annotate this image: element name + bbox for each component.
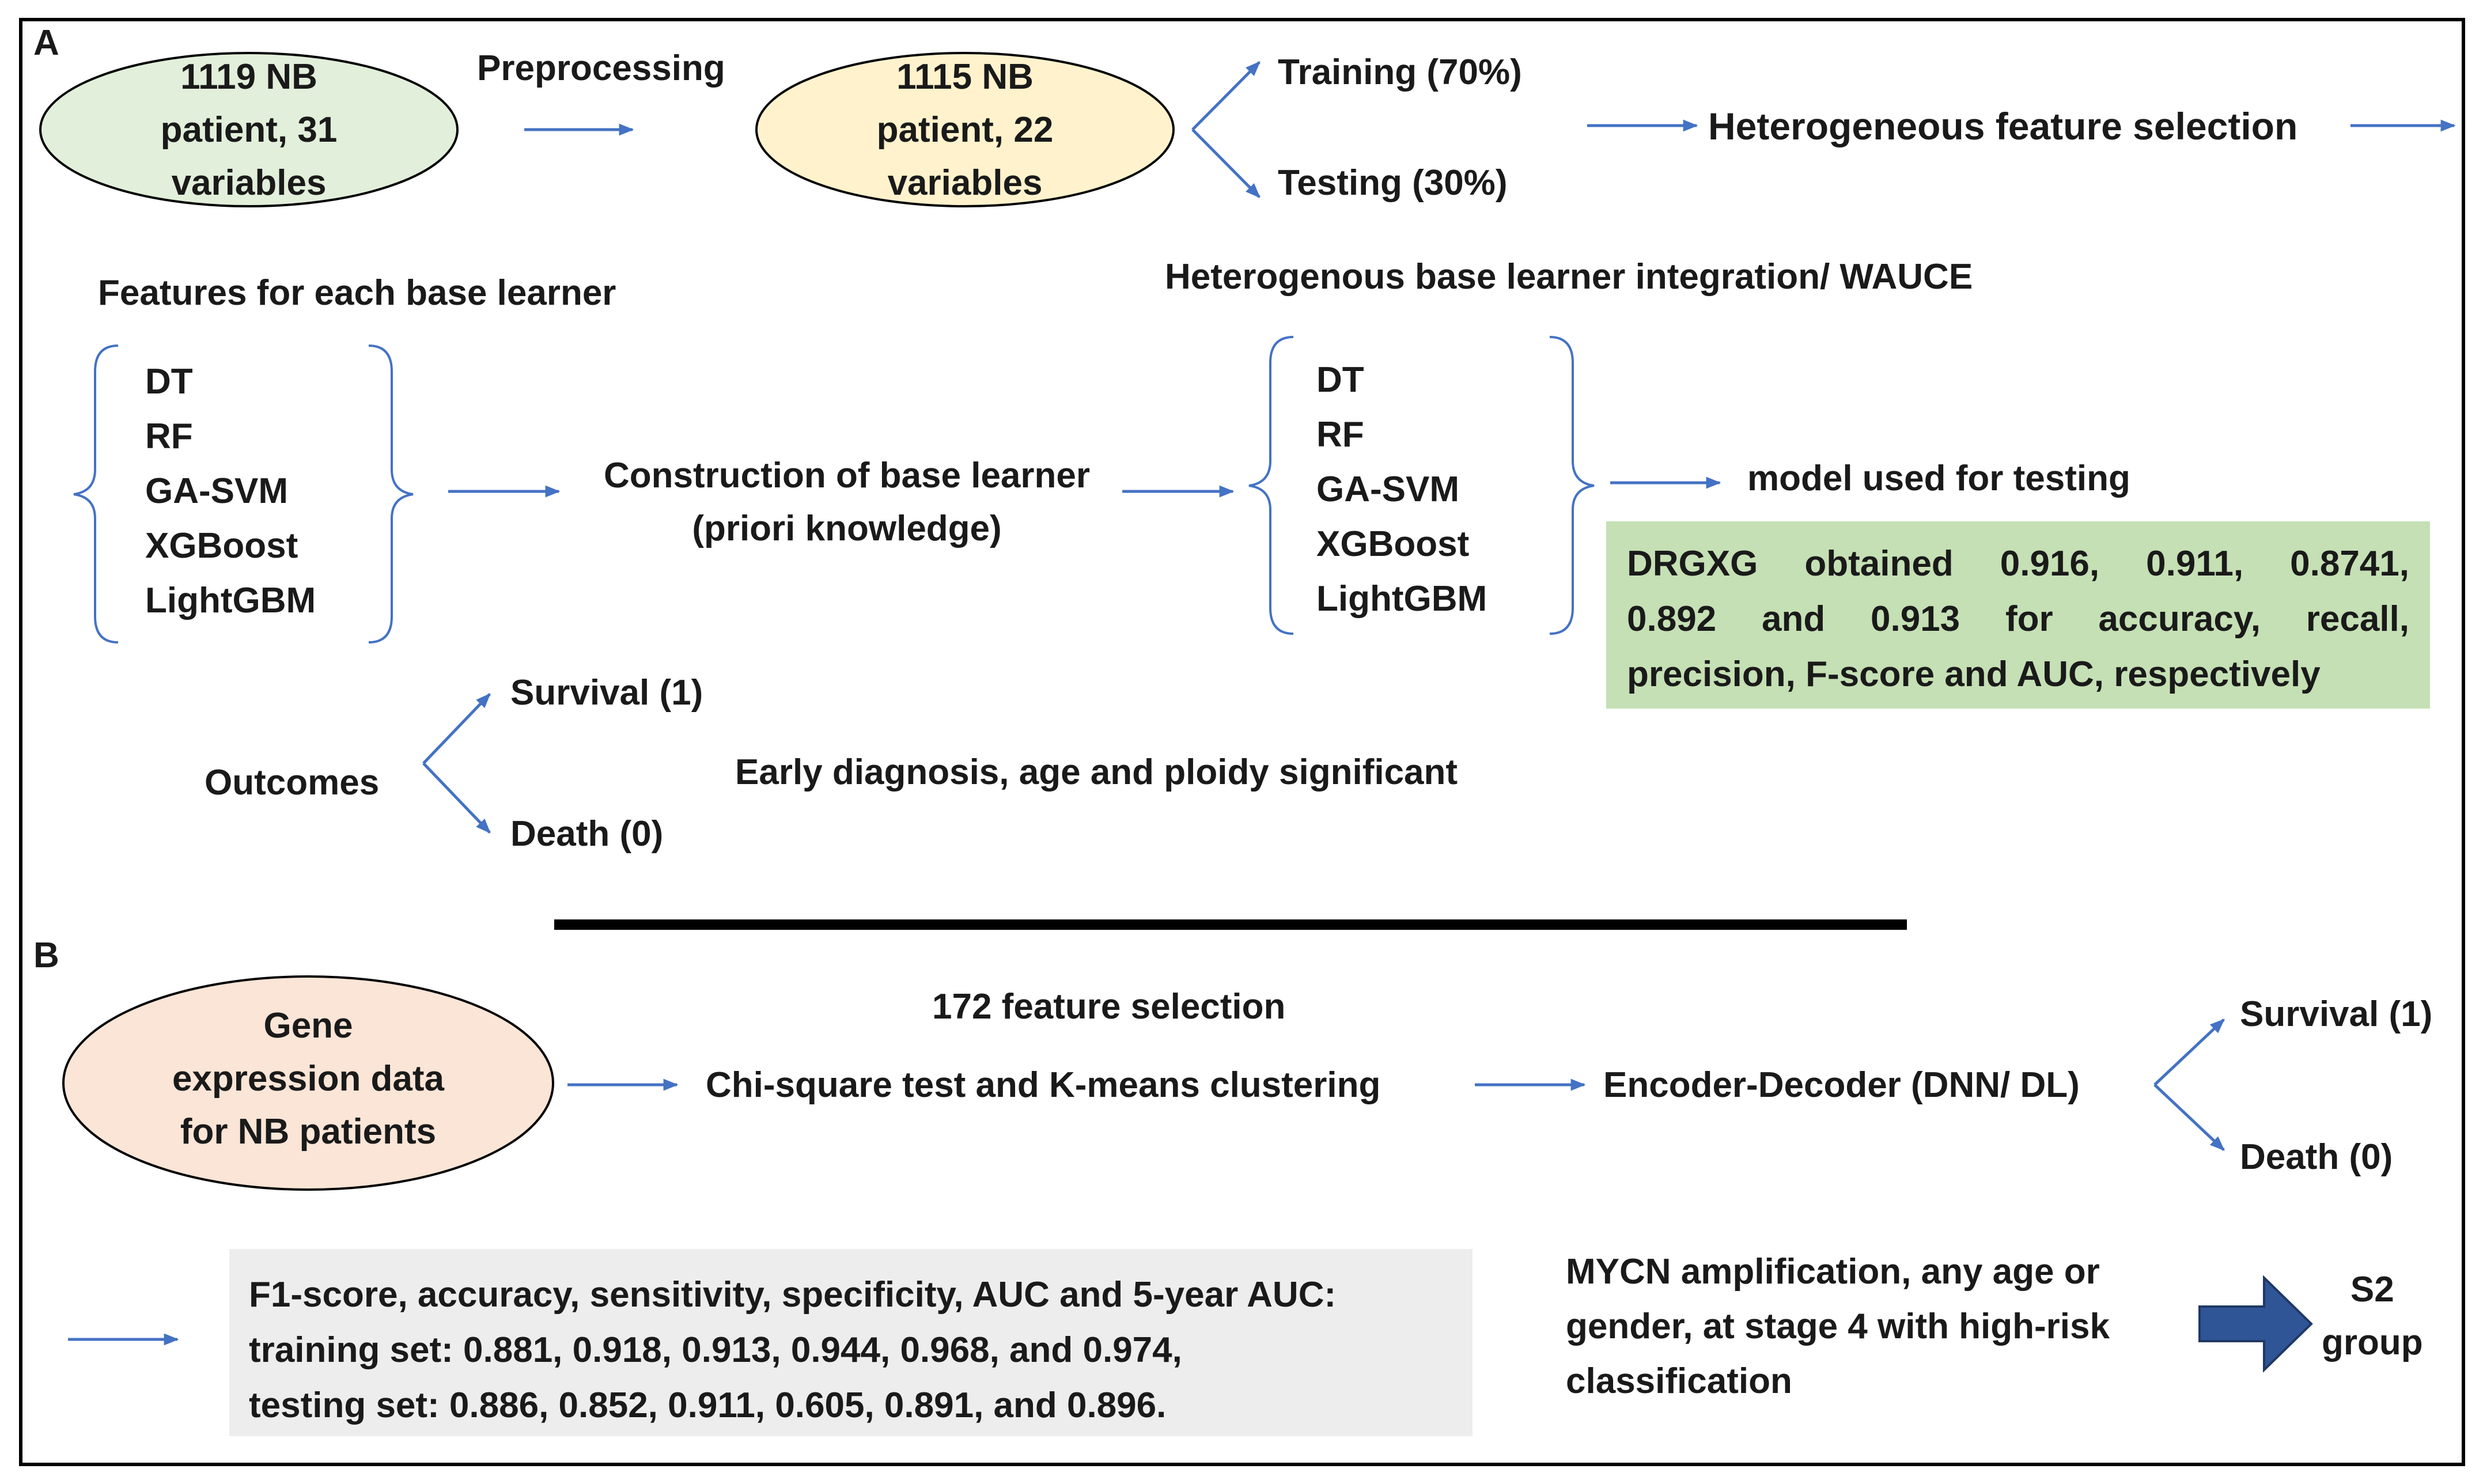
death-label-b: Death (0) <box>2240 1137 2393 1177</box>
significance-note: Early diagnosis, age and ploidy signific… <box>735 752 1458 792</box>
learners-left-list: DT RF GA-SVM XGBoost LightGBM <box>145 354 316 628</box>
s2-block-arrow <box>2198 1275 2313 1373</box>
learner-left-item: DT <box>145 362 193 402</box>
learners-right-list: DT RF GA-SVM XGBoost LightGBM <box>1316 353 1487 626</box>
mycn-text: MYCN amplification, any age or gender, a… <box>1566 1244 2110 1409</box>
encoder-label: Encoder-Decoder (DNN/ DL) <box>1603 1065 2080 1105</box>
learner-left-item: LightGBM <box>145 581 316 620</box>
learner-right-item: DT <box>1316 360 1364 400</box>
results-box: DRGXG obtained 0.916, 0.911, 0.8741, 0.8… <box>1606 521 2430 709</box>
mycn-line: gender, at stage 4 with high-risk <box>1566 1307 2110 1346</box>
brace-left-close <box>368 344 414 643</box>
node-processed-line-1: 1115 NB <box>896 57 1034 97</box>
learner-right-item: LightGBM <box>1316 579 1487 619</box>
results-line: 0.892 and 0.913 for accuracy, recall, <box>1627 599 2409 639</box>
feature-count-label: 172 feature selection <box>932 987 1286 1027</box>
learner-right-item: GA-SVM <box>1316 470 1459 509</box>
gene-node-text: Gene expression data for NB patients <box>135 1000 481 1159</box>
survival-label-b: Survival (1) <box>2240 994 2433 1034</box>
s2-line-1: S2 <box>2350 1270 2394 1309</box>
brace-right-open <box>1248 336 1294 635</box>
gene-node-line-3: for NB patients <box>180 1112 437 1152</box>
metrics-box: F1-score, accuracy, sensitivity, specifi… <box>229 1249 1473 1436</box>
brace-left-open <box>73 344 119 643</box>
node-raw-line-3: variables <box>171 163 327 203</box>
node-processed-text: 1115 NB patient, 22 variables <box>850 51 1080 210</box>
training-label: Training (70%) <box>1278 52 1522 92</box>
model-testing-label: model used for testing <box>1747 459 2130 498</box>
metrics-line: F1-score, accuracy, sensitivity, specifi… <box>249 1275 1337 1315</box>
gene-node-line-1: Gene <box>263 1006 353 1046</box>
integration-title: Heterogenous base learner integration/ W… <box>1165 257 1973 297</box>
node-raw-ellipse <box>39 52 459 207</box>
node-raw-line-2: patient, 31 <box>160 110 338 150</box>
learner-left-item: RF <box>145 417 193 456</box>
arrow-to-testing <box>1191 128 1261 198</box>
results-line: precision, F-score and AUC, respectively <box>1627 654 2321 694</box>
features-title: Features for each base learner <box>98 273 616 313</box>
s2-group-label: S2 group <box>2322 1263 2423 1369</box>
panel-b-label: B <box>33 936 59 975</box>
learner-left-item: GA-SVM <box>145 471 288 511</box>
results-line: DRGXG obtained 0.916, 0.911, 0.8741, <box>1627 544 2409 584</box>
outcomes-label: Outcomes <box>205 763 380 802</box>
gene-node-line-2: expression data <box>172 1059 445 1099</box>
chi-square-label: Chi-square test and K-means clustering <box>706 1065 1381 1105</box>
construction-text: Construction of base learner (priori kno… <box>565 449 1129 555</box>
arrow-outcome-survival <box>422 693 491 764</box>
feature-selection-label: Heterogeneous feature selection <box>1708 105 2298 147</box>
node-raw-line-1: 1119 NB <box>180 57 317 97</box>
node-processed-line-3: variables <box>887 163 1043 203</box>
s2-line-2: group <box>2322 1323 2423 1362</box>
mycn-line: classification <box>1566 1361 1792 1401</box>
construction-line-2: (priori knowledge) <box>692 509 1002 548</box>
brace-right-close <box>1549 336 1595 635</box>
metrics-line: testing set: 0.886, 0.852, 0.911, 0.605,… <box>249 1385 1167 1425</box>
death-label-a: Death (0) <box>510 814 664 854</box>
arrow-outcome-death <box>422 762 491 834</box>
survival-label-a: Survival (1) <box>510 673 703 713</box>
outer-frame <box>19 18 2465 1466</box>
node-processed-line-2: patient, 22 <box>876 110 1054 150</box>
arrow-encoder-survival <box>2153 1019 2225 1086</box>
node-processed-ellipse <box>755 52 1175 207</box>
arrow-to-training <box>1191 61 1261 131</box>
learner-right-item: XGBoost <box>1316 524 1470 564</box>
metrics-line: training set: 0.881, 0.918, 0.913, 0.944… <box>249 1330 1182 1370</box>
learner-right-item: RF <box>1316 415 1364 455</box>
arrow-encoder-death <box>2153 1084 2225 1151</box>
panel-a-label: A <box>33 23 59 63</box>
node-raw-text: 1119 NB patient, 31 variables <box>134 51 364 210</box>
construction-line-1: Construction of base learner <box>603 456 1091 495</box>
preprocessing-label: Preprocessing <box>477 48 725 88</box>
mycn-line: MYCN amplification, any age or <box>1566 1252 2100 1292</box>
testing-label: Testing (30%) <box>1278 163 1508 203</box>
gene-node-ellipse <box>62 975 554 1191</box>
learner-left-item: XGBoost <box>145 526 298 566</box>
